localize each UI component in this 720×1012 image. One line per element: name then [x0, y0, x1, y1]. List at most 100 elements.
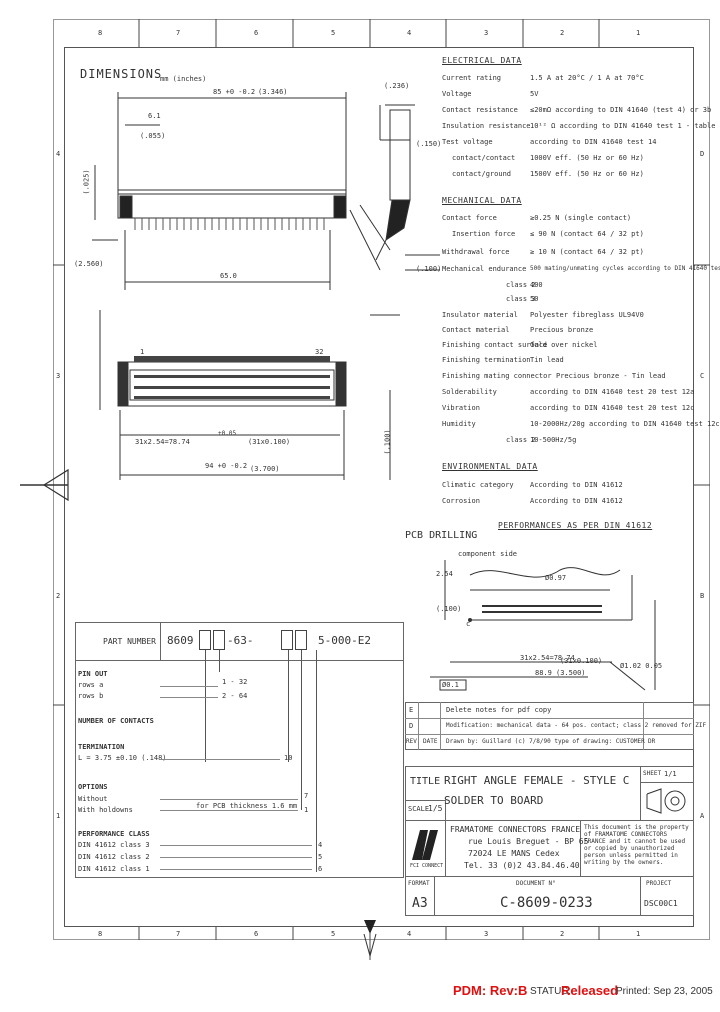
pin-row-value: 1 - 32	[222, 678, 248, 686]
dim-label: (2.560)	[74, 260, 104, 268]
electrical-label: Current rating	[442, 74, 502, 82]
mechanical-value: Precious bronze	[530, 326, 594, 334]
dim-label: (.150)	[416, 140, 442, 148]
electrical-value: 1500V eff. (50 Hz or 60 Hz)	[530, 170, 644, 178]
revision-block	[405, 702, 694, 750]
pcb-dim: 2.54	[436, 570, 453, 578]
mechanical-label: class 3	[506, 295, 536, 303]
performance-title: PERFORMANCES AS PER DIN 41612	[498, 521, 653, 530]
zone-marker: 3	[484, 29, 489, 37]
revision-desc: Drawn by: Guillard (c) 7/8/90 type of dr…	[446, 738, 645, 745]
dim-label: 65.0	[220, 272, 237, 280]
zone-marker: 2	[560, 930, 565, 938]
revision-header: DR	[648, 738, 656, 745]
zone-marker: 2	[56, 592, 61, 600]
row-label-first: 1	[140, 348, 145, 356]
pcb-tol-ref: Ø0.1	[442, 681, 459, 689]
performance-code: 5	[318, 853, 323, 861]
front-dim-pitch-tol: +0.05	[218, 430, 237, 437]
mechanical-label: Vibration	[442, 404, 480, 412]
part-number-header: PART NUMBER	[103, 637, 156, 646]
scale-value: 1/5	[428, 804, 443, 813]
zone-marker: 3	[484, 930, 489, 938]
performance-class-title: PERFORMANCE CLASS	[78, 830, 150, 838]
revision-desc: Modification: mechanical data - 64 pos. …	[446, 722, 707, 729]
zone-marker: 4	[407, 29, 412, 37]
front-dim-overall: 94 +0 -0.2	[205, 462, 248, 470]
performance-code: 4	[318, 841, 323, 849]
sheet-value: 1/1	[664, 770, 677, 778]
environmental-value: According to DIN 41612	[530, 481, 623, 489]
zone-marker: C	[700, 372, 705, 380]
pcb-dim: (3.500)	[556, 669, 586, 677]
format-label: FORMAT	[408, 880, 430, 887]
company-phone: Tel. 33 (0)2 43.84.46.40	[464, 861, 580, 870]
mechanical-label: Contact force	[442, 214, 497, 222]
performance-row: DIN 41612 class 2	[78, 853, 150, 861]
pcb-component-side: component side	[458, 550, 518, 558]
part-number-table	[75, 622, 404, 878]
option-row: With holdowns	[78, 806, 133, 814]
mechanical-label: Contact material	[442, 326, 510, 334]
document-number: C-8609-0233	[500, 895, 593, 911]
electrical-value: 10¹² Ω according to DIN 41640 test 1 - t…	[530, 122, 720, 130]
part-number-slot	[213, 630, 225, 650]
termination-code: 10	[284, 754, 293, 762]
dim-label: (.236)	[384, 82, 410, 90]
zone-marker: 8	[98, 930, 103, 938]
property-notice: This document is the property of FRAMATO…	[584, 824, 689, 866]
front-dim-pitch: 31x2.54=78.74	[135, 438, 190, 446]
mechanical-value: 50	[530, 295, 539, 303]
environmental-data-title: ENVIRONMENTAL DATA	[442, 462, 538, 471]
options-note: for PCB thickness 1.6 mm	[196, 802, 298, 810]
option-row: Without	[78, 795, 108, 803]
pcb-dim: (31x0.100)	[560, 657, 603, 665]
zone-marker: 1	[636, 29, 641, 37]
zone-marker: 1	[636, 930, 641, 938]
option-code: 1	[304, 806, 309, 814]
dimensions-unit-note: mm (inches)	[160, 75, 207, 83]
project-label: PROJECT	[646, 880, 672, 887]
performance-row: DIN 41612 class 3	[78, 841, 150, 849]
mechanical-value: according to DIN 41640 test 20 test 12c	[530, 404, 695, 412]
dimensions-title: DIMENSIONS	[80, 67, 163, 81]
pcb-dim: (.100)	[436, 605, 462, 613]
pcb-dim: 31x2.54=78.74	[520, 654, 575, 662]
status-label: STATUS:	[530, 986, 571, 997]
revision-desc: Delete notes for pdf copy	[446, 706, 552, 714]
title-block	[405, 766, 694, 916]
company-name: FRAMATOME CONNECTORS FRANCE	[450, 825, 581, 834]
contacts-title: NUMBER OF CONTACTS	[78, 717, 154, 725]
revision-header: REV	[406, 738, 417, 745]
front-dim-pitch-in: (31x0.100)	[248, 438, 291, 446]
electrical-label: Contact resistance	[442, 106, 518, 114]
printed-date: Printed: Sep 23, 2005	[616, 986, 713, 997]
zone-marker: 4	[407, 930, 412, 938]
zone-marker: 3	[56, 372, 61, 380]
zone-marker: 5	[331, 930, 336, 938]
pin-row-value: 2 - 64	[222, 692, 248, 700]
electrical-value: ≤20mΩ according to DIN 41640 (test 4) or…	[530, 106, 712, 114]
mechanical-label: Mechanical endurance	[442, 265, 527, 273]
mechanical-value: ≥0.25 N (single contact)	[530, 214, 632, 222]
pcb-drilling-title: PCB DRILLING	[405, 530, 478, 541]
zone-marker: 6	[254, 29, 259, 37]
mechanical-value: Gold over nickel	[530, 341, 598, 349]
dim-label: 6.1	[148, 112, 161, 120]
title-line-2: SOLDER TO BOARD	[444, 794, 544, 807]
pcb-dim: 88.9	[535, 669, 552, 677]
project-value: DSC00C1	[644, 899, 678, 908]
drawing-inner-frame	[64, 47, 694, 927]
mechanical-label: Solderability	[442, 388, 497, 396]
revision-id: E	[409, 706, 414, 714]
mechanical-label: class 2	[506, 281, 536, 289]
zone-marker: 6	[254, 930, 259, 938]
mechanical-value: Tin lead	[530, 356, 564, 364]
mechanical-value: ≥ 10 N (contact 64 / 32 pt)	[530, 248, 644, 256]
projection-symbol-icon	[646, 788, 686, 814]
termination-row: L = 3.75 ±0.10 (.148)	[78, 754, 167, 762]
zone-marker: 4	[56, 150, 61, 158]
zone-marker: 1	[56, 812, 61, 820]
